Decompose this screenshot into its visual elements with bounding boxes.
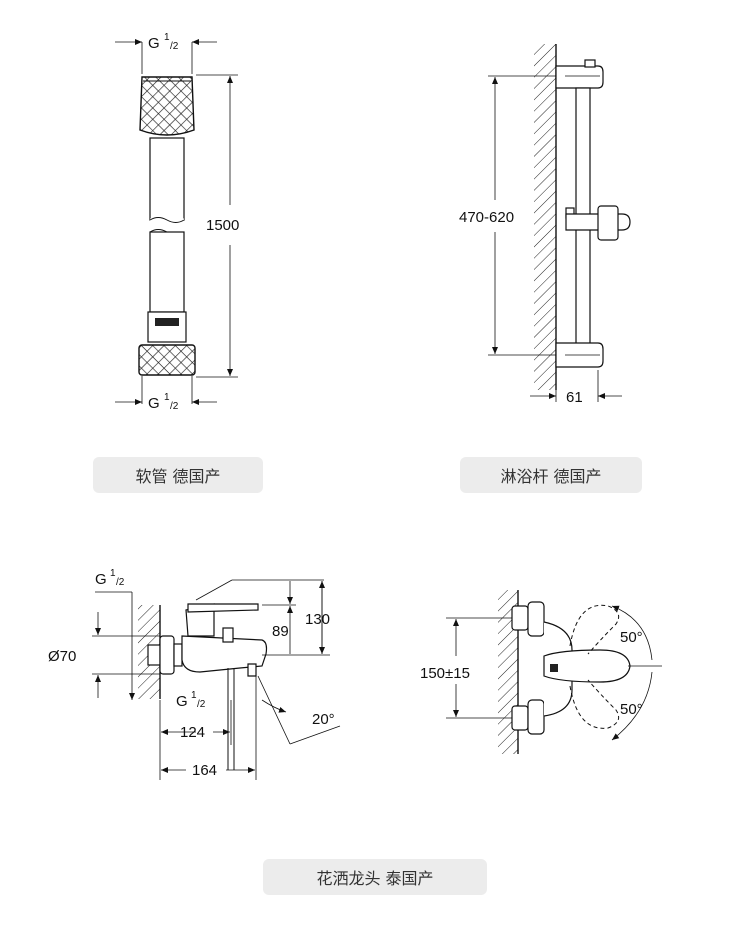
hose-thread-top-sub: /2 [170,41,179,52]
mixer-dim-164: 164 [192,762,217,779]
side-spacing-label: 150±15 [420,665,470,682]
mixer-thread-top-sup: 1 [110,568,116,579]
mixer-thread-bottom-sup: 1 [191,690,197,701]
mixer-drawing [92,579,341,780]
mixer-spout-angle: 20° [312,711,335,728]
rail-caption-text: 淋浴杆 德国产 [500,467,602,486]
mixer-dim-124: 124 [180,724,205,741]
mixer-dim-89: 89 [272,623,289,640]
side-angle-down: 50° [620,701,643,718]
rail-height-label: 470-620 [459,209,514,226]
mixer-diameter-label: Ø70 [48,648,76,665]
hose-caption: 软管 德国产 [93,457,263,493]
hose-thread-bottom-g: G [148,395,160,412]
mixer-thread-top-sub: /2 [116,577,125,588]
hose-thread-top-g: G [148,35,160,52]
rail-caption: 淋浴杆 德国产 [460,457,642,493]
side-angle-up: 50° [620,629,643,646]
side-view-drawing [446,590,662,754]
rail-drawing [488,44,631,402]
hose-thread-bottom-sup: 1 [164,392,170,403]
mixer-thread-top-g: G [95,571,107,588]
mixer-caption-text: 花洒龙头 泰国产 [316,869,434,888]
hose-thread-top-sup: 1 [164,32,170,43]
hose-drawing [115,39,238,405]
mixer-dim-130: 130 [305,611,330,628]
mixer-thread-bottom-g: G [176,693,188,710]
mixer-thread-bottom-sub: /2 [197,699,206,710]
hose-thread-bottom-sub: /2 [170,401,179,412]
hose-caption-text: 软管 德国产 [135,467,221,486]
rail-depth-label: 61 [566,389,583,406]
hose-length-label: 1500 [206,217,239,234]
mixer-caption: 花洒龙头 泰国产 [263,859,487,895]
